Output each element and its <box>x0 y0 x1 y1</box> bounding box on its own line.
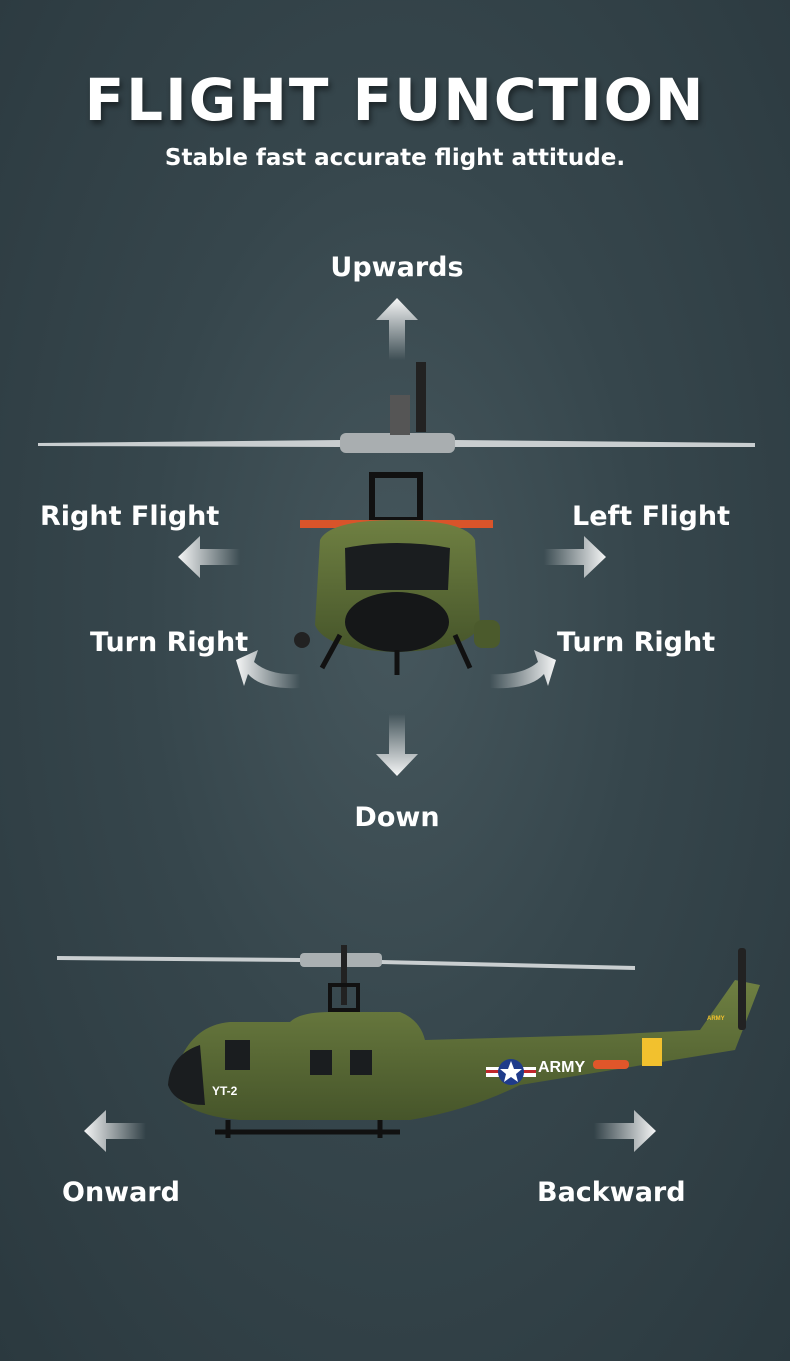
arrow-onward-icon <box>84 1110 146 1152</box>
page-subtitle: Stable fast accurate flight attitude. <box>164 145 626 171</box>
label-turn-right-left: Turn Right <box>90 627 249 658</box>
helicopter-front-view <box>38 362 755 675</box>
label-upwards: Upwards <box>330 252 464 283</box>
label-right-flight: Right Flight <box>40 501 220 532</box>
arrow-down-icon <box>376 714 418 776</box>
label-turn-right-right: Turn Right <box>557 627 716 658</box>
arrow-backward-icon <box>594 1110 656 1152</box>
label-onward: Onward <box>62 1177 180 1208</box>
arrow-right-icon <box>544 536 606 578</box>
label-backward: Backward <box>537 1177 686 1208</box>
helicopter-side-view: ARMY YT-2 ARMY <box>57 945 760 1138</box>
page-title: FLIGHT FUNCTION <box>84 66 706 134</box>
label-down: Down <box>354 802 440 833</box>
label-left-flight: Left Flight <box>572 501 730 532</box>
arrow-up-icon <box>376 298 418 360</box>
arrow-turn-right-icon <box>490 650 556 689</box>
model-marking: YT-2 <box>212 1084 238 1098</box>
arrow-turn-left-icon <box>236 650 300 689</box>
fuselage-marking: ARMY <box>538 1059 585 1076</box>
arrow-left-icon <box>178 536 240 578</box>
tail-marking: ARMY <box>707 1016 725 1022</box>
